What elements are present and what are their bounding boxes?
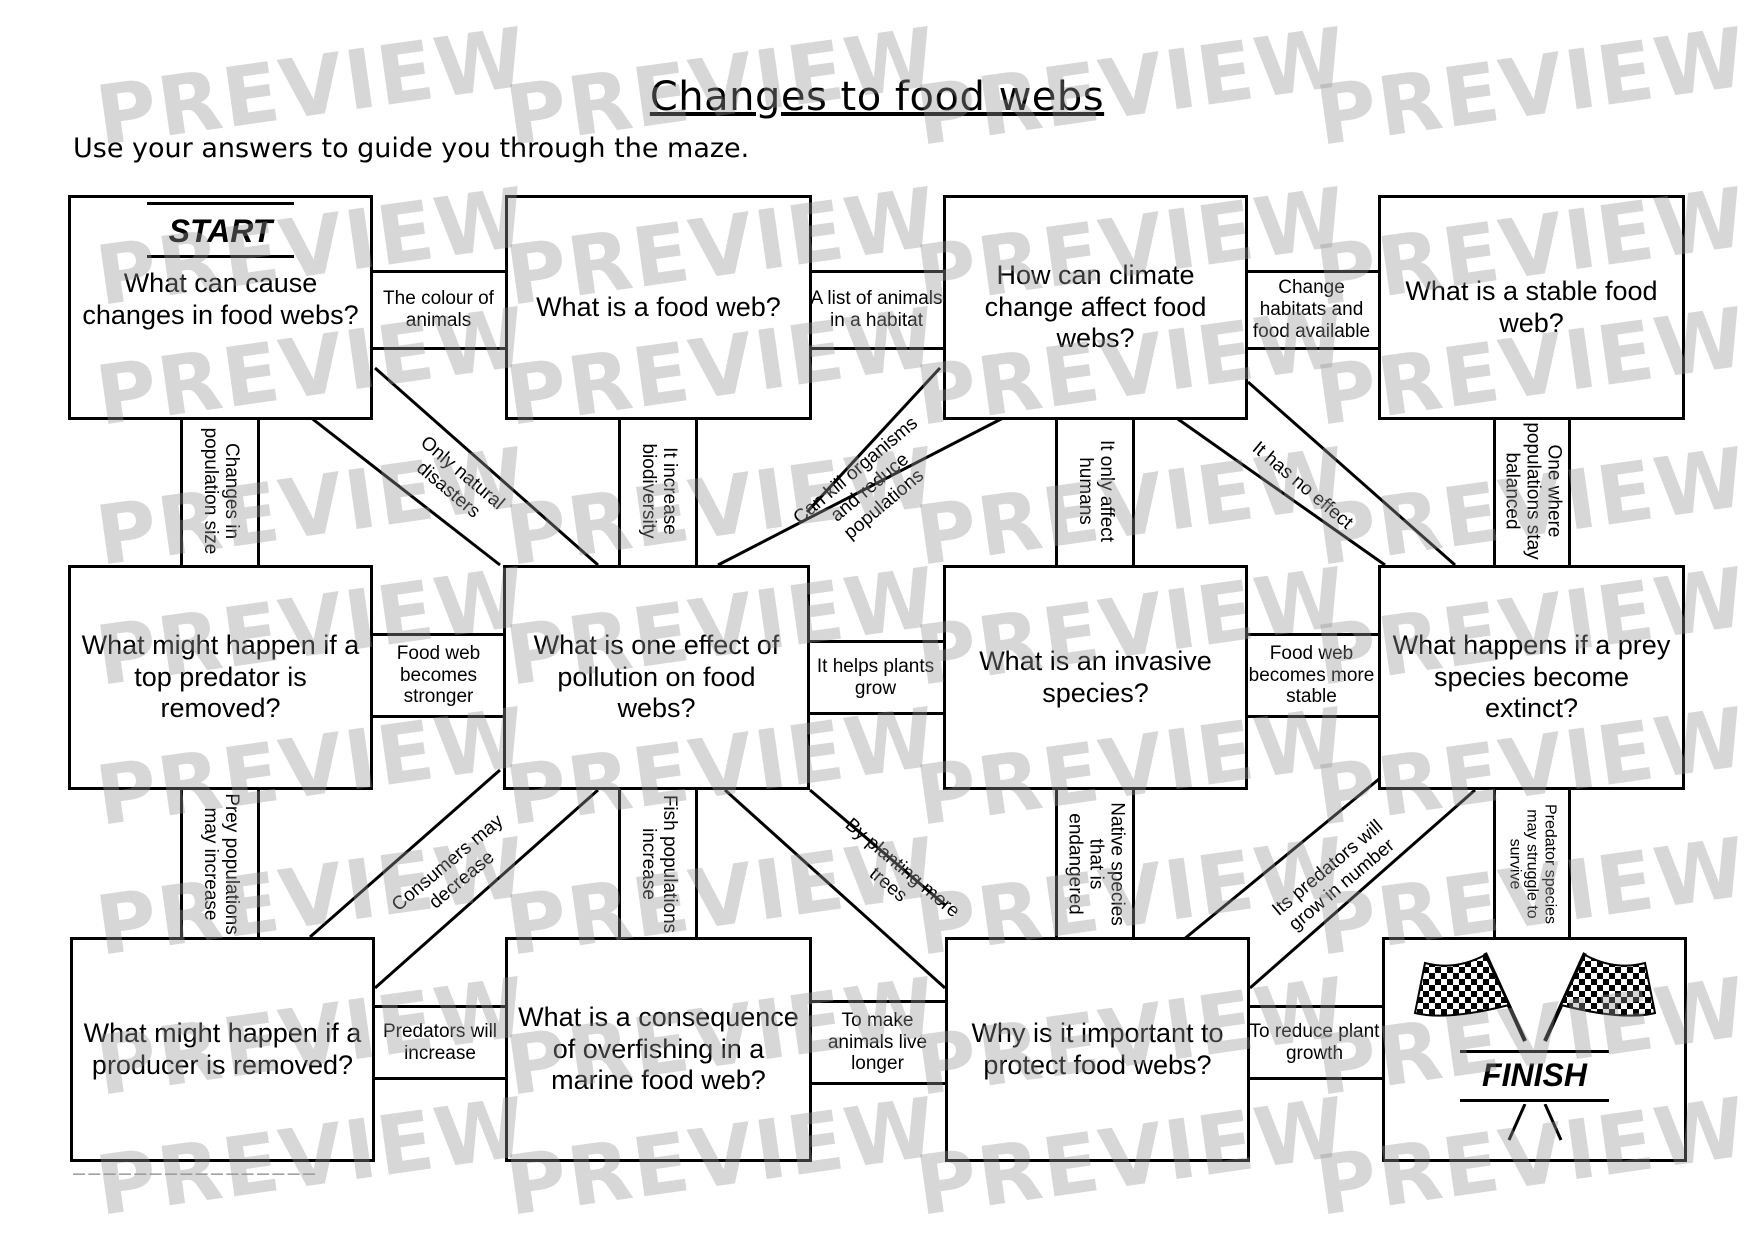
box-r2c4[interactable]: What happens if a prey species become ex… [1378, 565, 1685, 790]
connector-c3-23[interactable]: Native species that is endangered [1055, 790, 1135, 938]
answer-r3-34[interactable]: To reduce plant growth [1247, 1005, 1382, 1080]
answer-c1-23: Prey populations may increase [200, 793, 242, 935]
box-r1c1[interactable]: START What can cause changes in food web… [68, 195, 373, 420]
d3-edge-b [1247, 380, 1456, 567]
d1-edge-a [309, 415, 501, 567]
connector-c2-23[interactable]: Fish populations increase [618, 790, 698, 938]
question-r1c1: What can cause changes in food webs? [82, 267, 359, 330]
d4-edge-a [309, 768, 501, 939]
box-r1c4[interactable]: What is a stable food web? [1378, 195, 1685, 420]
connector-c3-12[interactable]: It only affect humans [1055, 417, 1135, 565]
answer-r3-12[interactable]: Predators will increase [375, 1005, 505, 1080]
answer-r2-23[interactable]: It helps plants grow [808, 640, 943, 715]
answer-c2-23: Fish populations increase [638, 794, 680, 934]
checkered-flags-icon [1405, 949, 1665, 1044]
answer-r1-12[interactable]: The colour of animals [372, 270, 505, 350]
d4-edge-b [374, 788, 599, 990]
connector-c1-12[interactable]: Changes in population size [180, 417, 260, 565]
question-r1c4: What is a stable food web? [1405, 275, 1658, 338]
box-r2c3[interactable]: What is an invasive species? [943, 565, 1248, 790]
d6-edge-a [1182, 768, 1391, 942]
box-r3c3[interactable]: Why is it important to protect food webs… [945, 937, 1250, 1162]
d2-edge-a [717, 415, 1006, 567]
box-r3c2[interactable]: What is a consequence of overfishing in … [505, 937, 812, 1162]
answer-c3-12: It only affect humans [1075, 439, 1117, 543]
question-r2c2: What is one effect of pollution on food … [533, 629, 780, 724]
instructions: Use your answers to guide you through th… [73, 133, 750, 164]
answer-c4-23: Predator species may struggle to survive [1506, 803, 1559, 925]
answer-r1-34[interactable]: Change habitats and food available [1245, 270, 1378, 350]
question-r1c3: How can climate change affect food webs? [984, 259, 1207, 354]
start-label: START [146, 202, 295, 258]
answer-r1-23[interactable]: A list of animals in a habitat [810, 270, 943, 350]
answer-r3-23[interactable]: To make animals live longer [810, 1000, 945, 1085]
box-r1c2[interactable]: What is a food web? [505, 195, 812, 420]
footer-url-fragment: — — — — — — — — — — — — — — — — [73, 1166, 316, 1180]
d2-edge-b [805, 366, 942, 514]
finish-label: FINISH [1460, 1050, 1609, 1102]
flag-poles-icon [1495, 1103, 1575, 1150]
d5-edge-b [809, 788, 946, 907]
box-r1c3[interactable]: How can climate change affect food webs? [943, 195, 1248, 420]
question-r1c2: What is a food web? [536, 291, 781, 322]
question-r2c3: What is an invasive species? [979, 645, 1212, 708]
connector-c4-12[interactable]: One where populations stay balanced [1493, 417, 1571, 565]
question-r3c1: What might happen if a producer is remov… [83, 1017, 362, 1080]
answer-r2-12[interactable]: Food web becomes stronger [372, 633, 505, 718]
box-r3c1[interactable]: What might happen if a producer is remov… [70, 937, 375, 1162]
d6-edge-b [1249, 788, 1476, 990]
answer-c2-12: It increase biodiversity [638, 443, 680, 539]
d3-edge-a [1174, 415, 1386, 567]
question-r3c3: Why is it important to protect food webs… [971, 1017, 1224, 1080]
d5-edge-a [723, 788, 947, 990]
question-r2c4: What happens if a prey species become ex… [1392, 629, 1671, 724]
connector-c1-23[interactable]: Prey populations may increase [180, 790, 260, 938]
answer-c3-23: Native species that is endangered [1064, 802, 1128, 926]
answer-r2-34[interactable]: Food web becomes more stable [1245, 633, 1378, 718]
question-r2c1: What might happen if a top predator is r… [81, 629, 360, 724]
answer-c1-12: Changes in population size [200, 427, 242, 555]
connector-c2-12[interactable]: It increase biodiversity [618, 417, 698, 565]
d1-edge-b [374, 366, 599, 567]
answer-c4-12: One where populations stay balanced [1501, 422, 1565, 560]
box-r2c1[interactable]: What might happen if a top predator is r… [68, 565, 373, 790]
box-finish[interactable]: FINISH [1382, 937, 1687, 1162]
box-r2c2[interactable]: What is one effect of pollution on food … [503, 565, 810, 790]
connector-c4-23[interactable]: Predator species may struggle to survive [1493, 790, 1571, 938]
question-r3c2: What is a consequence of overfishing in … [518, 1001, 799, 1096]
page-title: Changes to food webs [649, 74, 1105, 120]
